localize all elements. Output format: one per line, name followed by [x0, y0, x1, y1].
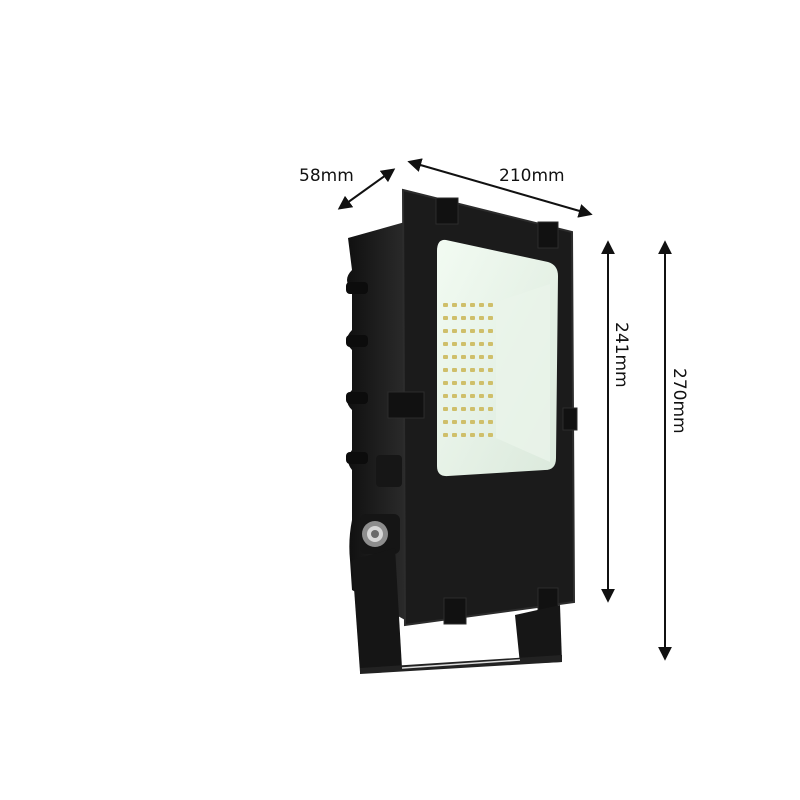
- led-array: [440, 300, 496, 440]
- lens-height-label: 241mm: [611, 322, 631, 388]
- cable-gland: [360, 455, 402, 554]
- mounting-bracket: [352, 548, 562, 674]
- cooling-fins: [346, 282, 368, 464]
- reflector: [496, 284, 550, 462]
- depth-arrow: [337, 168, 396, 210]
- width-label: 210mm: [499, 166, 565, 186]
- depth-label: 58mm: [299, 166, 354, 186]
- dimension-arrows: [337, 158, 672, 661]
- floodlight-product: [346, 188, 578, 674]
- total-height-label: 270mm: [669, 368, 689, 434]
- width-arrow: [407, 158, 593, 218]
